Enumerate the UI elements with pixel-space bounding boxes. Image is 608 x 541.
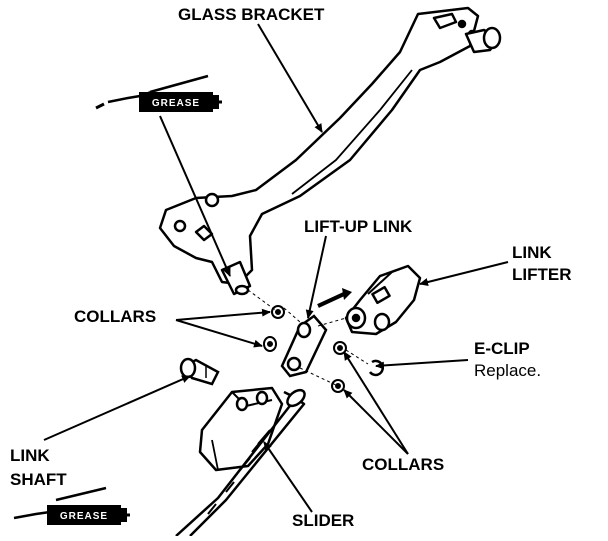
label-link-lifter: LINK LIFTER — [512, 242, 572, 286]
grease-gun-top: GREASE — [95, 74, 222, 112]
label-slider: SLIDER — [292, 511, 355, 530]
leader-grease-top — [159, 115, 231, 277]
leader-collars-right-1 — [343, 351, 409, 455]
leader-glass-bracket — [257, 23, 323, 133]
motion-arrow — [317, 292, 345, 308]
label-glass-bracket: GLASS BRACKET — [178, 5, 325, 24]
leader-collars-left-1 — [175, 308, 271, 321]
label-collars-left: COLLARS — [74, 307, 157, 326]
label-e-clip-note: Replace. — [474, 361, 542, 380]
e-clip-part — [368, 359, 384, 377]
leader-slider — [263, 441, 313, 513]
grease-label-top: GREASE — [152, 98, 200, 109]
leader-lift-up-link — [305, 235, 327, 319]
collars — [263, 305, 347, 393]
grease-label-bottom: GREASE — [60, 511, 108, 522]
leader-lines — [43, 23, 509, 513]
lift-up-link — [280, 314, 328, 378]
label-link-lifter-line1: LINK — [512, 243, 552, 262]
label-link-shaft-line1: LINK — [10, 446, 50, 465]
label-link-shaft-line2: SHAFT — [10, 470, 67, 489]
leader-e-clip — [375, 359, 469, 370]
leader-link-lifter — [419, 261, 509, 286]
label-collars-right: COLLARS — [362, 455, 445, 474]
link-lifter — [344, 264, 422, 336]
grease-gun-bottom: GREASE — [13, 486, 130, 525]
label-link-lifter-line2: LIFTER — [512, 265, 572, 284]
alignment-lines — [247, 289, 369, 387]
leader-collars-left-2 — [175, 319, 263, 348]
label-lift-up-link: LIFT-UP LINK — [304, 217, 413, 236]
leader-collars-right-2 — [343, 389, 409, 455]
glass-bracket — [158, 6, 502, 296]
label-e-clip: E-CLIP — [474, 339, 530, 358]
leader-link-shaft — [43, 375, 191, 441]
slider — [175, 386, 306, 537]
label-link-shaft: LINK SHAFT — [10, 444, 67, 492]
link-shaft — [179, 357, 220, 386]
